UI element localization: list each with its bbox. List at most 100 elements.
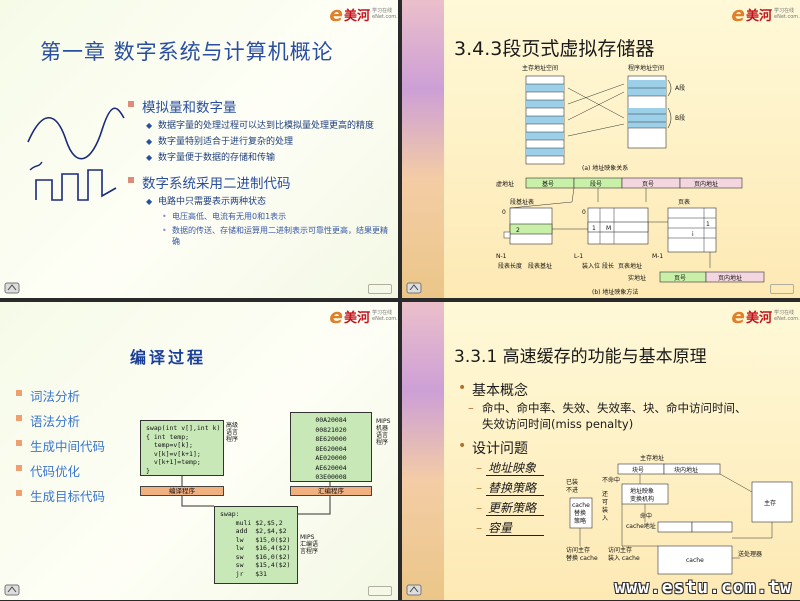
label-seg-len: 段表长度 bbox=[498, 262, 522, 270]
label-can-2: 可 bbox=[602, 499, 608, 506]
point: 数字量便于数据的存储和传输 bbox=[128, 152, 388, 164]
compile-steps: 词法分析 语法分析 生成中间代码 代码优化 生成目标代码 bbox=[16, 386, 105, 511]
logo-e-icon: e bbox=[329, 304, 343, 328]
logo-sub: 学习在线 eNet.com.cn bbox=[774, 310, 800, 322]
hex-box: 00A20084 00821020 8E620000 8E620004 AE02… bbox=[290, 412, 372, 482]
logo-sub: 学习在线 eNet.com.cn bbox=[774, 8, 800, 20]
label-mapping-2: 变换机构 bbox=[630, 495, 654, 503]
brand-logo: e 美河 学习在线 eNet.com.cn bbox=[329, 304, 398, 328]
slide-digital-systems[interactable]: e 美河 学习在线 eNet.com.cn 第一章 数字系统与计算机概论 模拟量… bbox=[0, 0, 398, 298]
address-mapping-diagram: 主存地址空间 程序地址空间 A段 B段 (a) 地址映象关系 虚地址 基号 段 bbox=[496, 64, 765, 296]
label-l1: L-1 bbox=[574, 253, 583, 260]
analog-digital-sketch bbox=[27, 107, 125, 201]
brand-logo: e 美河 学习在线 eNet.com.cn bbox=[731, 304, 800, 328]
design-issue: 容量 bbox=[456, 518, 796, 538]
slide-segmented-paging[interactable]: e 美河 学习在线 eNet.com.cn 3.4.3段页式虚拟存储器 主存地址… bbox=[402, 0, 800, 298]
section-heading: 模拟量和数字量 bbox=[128, 96, 388, 116]
label-loaded-1: 已装 bbox=[566, 478, 578, 486]
bullet: 基本概念 bbox=[456, 380, 796, 400]
hex-line: 8E620004 bbox=[315, 444, 347, 453]
label-one: 1 bbox=[592, 225, 596, 232]
label-main-addr: 主存地址 bbox=[640, 454, 664, 462]
label-main-mem: 主存 bbox=[764, 499, 776, 507]
label-m: M bbox=[606, 225, 611, 232]
label-two: 2 bbox=[516, 227, 520, 234]
label-mapping-1: 地址映象 bbox=[630, 487, 654, 495]
source-note: 高级语言程序 bbox=[226, 422, 239, 443]
watermark: www.estu.com.tw bbox=[614, 577, 792, 598]
slide-corner-icon[interactable] bbox=[4, 584, 20, 596]
decorative-sidebar bbox=[402, 0, 444, 298]
slide-compilation[interactable]: e 美河 学习在线 eNet.com.cn 编译过程 词法分析 语法分析 生成中… bbox=[0, 302, 398, 600]
label-can-1: 还 bbox=[602, 491, 608, 498]
label-loaded-2: 不进 bbox=[566, 486, 578, 494]
sub-point: 数据的传送、存储和运算用二进制表示可靠性更高，结果更精确 bbox=[128, 225, 388, 247]
label-access1-2: 替换 cache bbox=[566, 554, 598, 562]
hex-line: 00A20084 bbox=[315, 416, 347, 424]
real-field-page: 页号 bbox=[674, 275, 686, 282]
label-access1-1: 访问主存 bbox=[566, 546, 590, 554]
logo-name: 美河 bbox=[343, 310, 370, 326]
logo-sub: 学习在线 eNet.com.cn bbox=[372, 8, 398, 20]
label-one-2: 1 bbox=[706, 221, 710, 228]
field-base: 基号 bbox=[542, 180, 554, 188]
real-field-offset: 页内地址 bbox=[718, 274, 742, 282]
label-m1: M-1 bbox=[652, 253, 663, 260]
logo-name: 美河 bbox=[745, 310, 772, 326]
logo-name: 美河 bbox=[343, 8, 370, 24]
label-miss: 不命中 bbox=[602, 476, 620, 484]
logo-sub: 学习在线 eNet.com.cn bbox=[372, 310, 398, 322]
program-memory-blocks bbox=[627, 75, 667, 149]
label-cache-repl-1: cache bbox=[572, 502, 590, 509]
label-seglen: 段长 bbox=[602, 262, 614, 270]
design-issue: 替换策略 bbox=[456, 478, 796, 498]
label-virtual-addr: 虚地址 bbox=[496, 180, 514, 188]
bullet: 设计问题 bbox=[456, 438, 796, 458]
logo-e-icon: e bbox=[731, 2, 745, 26]
page-title: 编译过程 bbox=[130, 348, 207, 367]
caption-b: (b) 地址映象方法 bbox=[592, 288, 638, 296]
hex-line: 00821020 bbox=[315, 425, 347, 434]
label-cache-repl-3: 策略 bbox=[574, 517, 586, 525]
page-title: 3.4.3段页式虚拟存储器 bbox=[454, 38, 655, 60]
decorative-sidebar bbox=[402, 302, 444, 600]
design-issue: 地址映象 bbox=[456, 458, 796, 478]
page-title: 3.3.1 高速缓存的功能与基本原理 bbox=[454, 347, 707, 367]
design-issue: 更新策略 bbox=[456, 498, 796, 518]
compiler-bar: 编译程序 bbox=[140, 486, 224, 496]
point: 电路中只需要表示两种状态 bbox=[128, 196, 388, 208]
field-offset: 页内地址 bbox=[694, 180, 718, 188]
list-item: 词法分析 bbox=[16, 386, 105, 405]
logo-e-icon: e bbox=[731, 304, 745, 328]
hex-line: 03E00008 bbox=[315, 473, 347, 481]
label-can-3: 装 bbox=[602, 506, 608, 514]
label-real-addr: 实地址 bbox=[628, 274, 646, 282]
label-block-no: 块号 bbox=[632, 466, 644, 474]
label-cache-repl-2: 替换 bbox=[574, 509, 586, 517]
label-seg-b: B段 bbox=[675, 114, 685, 122]
list-item: 生成中间代码 bbox=[16, 436, 105, 455]
point: 数据字量的处理过程可以达到比模拟量处理更高的精度 bbox=[128, 120, 388, 132]
section-heading: 数字系统采用二进制代码 bbox=[128, 172, 388, 192]
label-can-4: 入 bbox=[602, 515, 608, 522]
label-program-space: 程序地址空间 bbox=[628, 64, 664, 72]
slide-corner-icon[interactable] bbox=[4, 282, 20, 294]
label-seg-a: A段 bbox=[675, 84, 685, 92]
label-loaded: 装入位 bbox=[582, 262, 600, 270]
slide-cache[interactable]: e 美河 学习在线 eNet.com.cn 3.3.1 高速缓存的功能与基本原理… bbox=[402, 302, 800, 600]
logo-e-icon: e bbox=[329, 2, 343, 26]
hex-line: AE020000 bbox=[315, 454, 347, 462]
assembler-bar: 汇编程序 bbox=[290, 486, 372, 496]
point: 数字量特别适合于进行复杂的处理 bbox=[128, 136, 388, 148]
cache-diagram: 主存地址 块号 块内地址 不命中 地址映象 变换机构 已装 不进 cache 替… bbox=[566, 454, 793, 575]
label-hit: 命中 bbox=[640, 512, 652, 520]
slide-corner-icon[interactable] bbox=[406, 282, 422, 294]
slide-corner-icon[interactable] bbox=[406, 584, 422, 596]
label-to-cpu: 送处理器 bbox=[738, 550, 762, 558]
label-seg-base: 段表基址 bbox=[528, 262, 552, 270]
content-list: 基本概念 命中、命中率、失效、失效率、块、命中访问时间、失效访问时间(miss … bbox=[456, 378, 796, 538]
label-access2-1: 访问主存 bbox=[608, 546, 632, 554]
field-segment: 段号 bbox=[590, 180, 602, 188]
hex-line: AE620004 bbox=[315, 463, 347, 472]
label-cache-addr: cache地址 bbox=[626, 522, 656, 530]
